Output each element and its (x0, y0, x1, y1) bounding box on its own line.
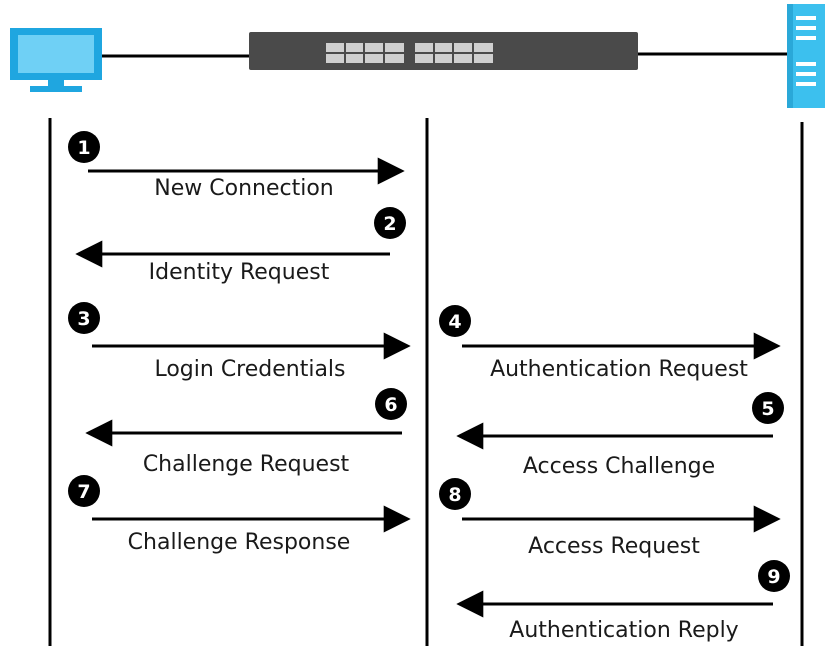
step-badge (758, 560, 790, 592)
server-tower-icon (787, 4, 825, 108)
message-label: Access Challenge (523, 454, 715, 479)
message-label: Access Request (528, 534, 700, 559)
message-label: Login Credentials (154, 357, 345, 382)
message-label: Authentication Request (490, 357, 748, 382)
step-badge (68, 302, 100, 334)
step-number: 5 (761, 398, 774, 420)
step-number: 7 (77, 481, 90, 503)
step-badge (68, 131, 100, 163)
step-number: 3 (77, 308, 90, 330)
message-label: Authentication Reply (509, 618, 738, 643)
step-badge (68, 475, 100, 507)
step-badge (439, 305, 471, 337)
desktop-computer-icon (10, 28, 102, 92)
step-badge (375, 388, 407, 420)
step-badge (752, 392, 784, 424)
step-number: 4 (448, 311, 461, 333)
network-switch-icon (249, 32, 638, 70)
step-badge (439, 478, 471, 510)
step-badge (374, 207, 406, 239)
step-number: 2 (383, 213, 396, 235)
step-number: 1 (77, 137, 90, 159)
step-number: 8 (448, 484, 461, 506)
message-label: New Connection (154, 176, 333, 201)
message-label: Challenge Response (128, 530, 351, 555)
message-label: Challenge Request (143, 452, 350, 477)
step-number: 6 (384, 394, 397, 416)
step-number: 9 (767, 566, 780, 588)
message-label: Identity Request (149, 260, 330, 285)
